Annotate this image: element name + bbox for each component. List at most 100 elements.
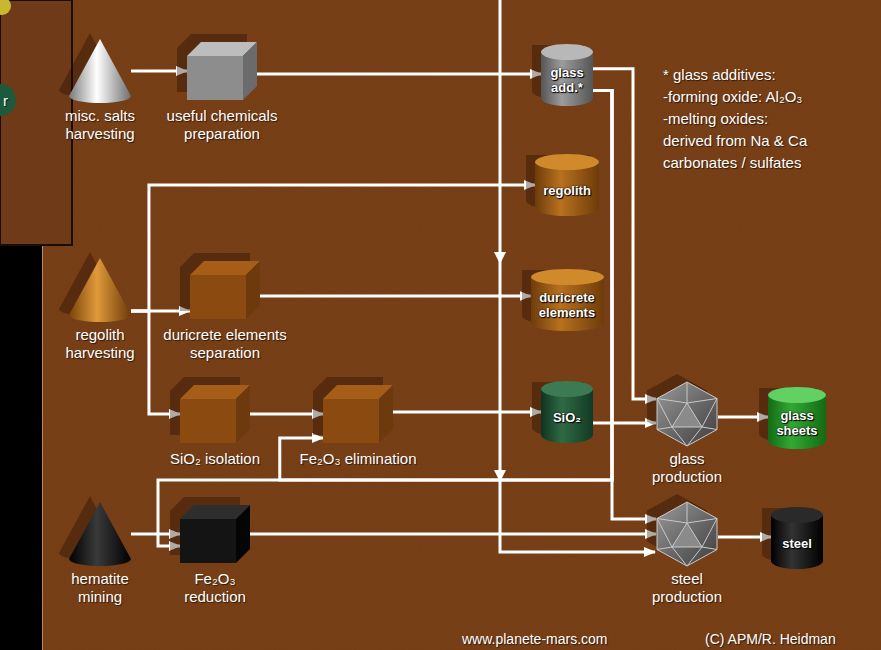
ico-edge (687, 427, 702, 446)
cylinder-top (768, 387, 826, 403)
node-label: steel production (642, 570, 732, 606)
watermark: www.planete-mars.com (462, 628, 608, 650)
storage-cylinder: regolith (535, 154, 599, 216)
ico-edge (687, 399, 717, 404)
cylinder-top (535, 154, 599, 170)
flow-arrow (257, 73, 541, 76)
box-side (236, 505, 250, 563)
box-front (190, 275, 246, 319)
ico-edge (672, 547, 687, 566)
ico-edge (657, 519, 672, 548)
ico-shape (656, 501, 718, 567)
cone-shape (69, 257, 131, 323)
ico-shape (656, 381, 718, 447)
ico-edge (687, 382, 688, 403)
box-shape (187, 38, 257, 104)
ico-edge (657, 519, 687, 524)
panel-edge (42, 245, 43, 650)
box-front (180, 519, 236, 563)
ico-face (672, 523, 702, 547)
process-box: useful chemicals preparation (152, 38, 292, 143)
process-box: SiO₂ isolation (170, 381, 260, 468)
ico-edge (702, 427, 717, 430)
cylinder-top (531, 269, 604, 285)
box-side (379, 385, 393, 443)
ico-edge (657, 399, 672, 428)
harvesting-cone: hematite mining (60, 501, 140, 606)
note-text: -forming oxide: Al₂O₃ (663, 86, 802, 108)
cylinder-top (541, 381, 593, 397)
process-box: Fe₂O₃ reduction (175, 501, 255, 606)
box-front (323, 399, 379, 443)
box-shape (180, 501, 250, 567)
cone-shape (69, 501, 131, 567)
box-side (246, 261, 260, 319)
ico-edge (687, 547, 702, 566)
process-box: Fe₂O₃ elimination (300, 381, 417, 468)
node-label: SiO₂ isolation (170, 450, 260, 468)
node-label: regolith (543, 183, 591, 198)
box-shape (180, 381, 250, 447)
flow-arrow (250, 413, 323, 416)
node-label: SiO₂ (553, 410, 581, 425)
box-front (187, 56, 243, 100)
cylinder-body (541, 389, 593, 443)
cylinder-top (541, 44, 593, 60)
storage-cylinder: steel (771, 507, 823, 569)
arrow-head (494, 252, 506, 264)
box-front (180, 399, 236, 443)
flow-arrow (593, 69, 656, 399)
ico-edge (702, 547, 717, 550)
flow-arrow (250, 533, 656, 536)
flow-arrow (393, 411, 541, 414)
ico-edge (657, 399, 687, 404)
node-label: duricrete elements (535, 290, 599, 320)
ico-face (672, 403, 702, 427)
ico-edge (657, 547, 672, 550)
box-shape (323, 381, 393, 447)
box-shape (190, 257, 260, 323)
storage-cylinder: glass sheets (768, 387, 826, 449)
panel-texture (42, 0, 881, 650)
production-icosahedron: glass production (642, 381, 732, 486)
inset-disc (0, 0, 11, 15)
storage-cylinder: SiO₂ (541, 381, 593, 443)
inset-disc (0, 84, 16, 116)
node-label: glass production (642, 450, 732, 486)
flow-arrow (260, 295, 531, 298)
cone-body (69, 39, 131, 103)
brown-panel (42, 0, 881, 650)
node-label: glass add.* (543, 65, 591, 95)
cylinder-body (531, 277, 604, 331)
node-label: Fe₂O₃ elimination (300, 450, 417, 468)
inset-panel (0, 0, 72, 245)
copyright-note: (C) APM/R. Heidman (705, 628, 836, 650)
node-label: misc. salts harvesting (45, 107, 155, 143)
ico-edge (657, 427, 672, 430)
note-text: * glass additives: (663, 64, 776, 86)
harvesting-cone: regolith harvesting (53, 257, 148, 362)
supply-line (500, 0, 655, 552)
node-label: useful chemicals preparation (152, 107, 292, 143)
note-text: -melting oxides: (663, 108, 768, 130)
node-label: steel (782, 536, 812, 551)
production-icosahedron: steel production (642, 501, 732, 606)
harvesting-cone: misc. salts harvesting (45, 38, 155, 143)
cylinder-top (771, 507, 823, 523)
ico-body (657, 502, 717, 566)
node-label: Fe₂O₃ reduction (175, 570, 255, 606)
cylinder-body (541, 52, 593, 106)
ico-edge (687, 502, 688, 523)
ico-edge (702, 399, 717, 428)
cylinder-body (535, 162, 599, 216)
storage-cylinder: glass add.* (541, 44, 593, 106)
cylinder-body (771, 515, 823, 569)
box-side (236, 385, 250, 443)
node-label: duricrete elements separation (150, 326, 300, 362)
node-label: glass sheets (772, 408, 822, 438)
node-label: hematite mining (60, 570, 140, 606)
cone-shape (69, 38, 131, 104)
